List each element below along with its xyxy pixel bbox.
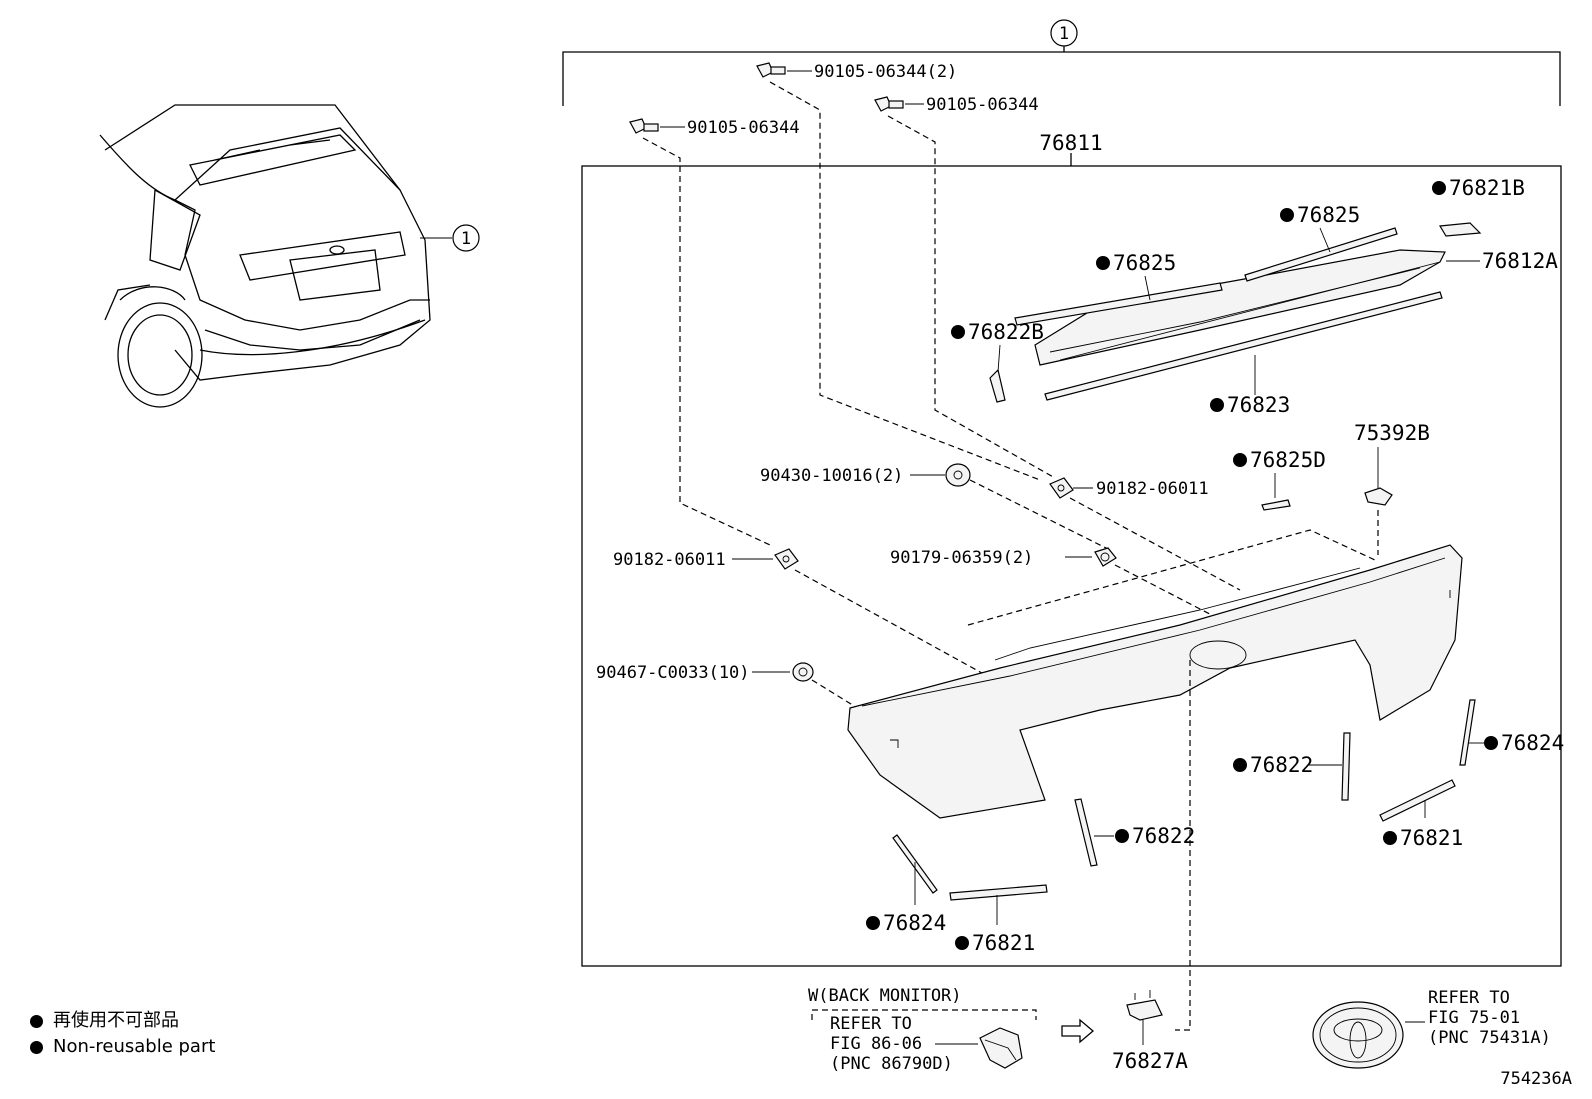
back-monitor-refer-3: (PNC 86790D) (830, 1054, 953, 1074)
back-monitor-refer-1: REFER TO (830, 1014, 912, 1034)
label-76812A: 76812A (1482, 249, 1558, 273)
nonreusable-dot (1233, 453, 1247, 467)
label-75392B: 75392B (1354, 421, 1430, 445)
label-76821-a: 76821 (1400, 826, 1463, 850)
bolt-icon (874, 96, 904, 112)
figure-id: 754236A (1500, 1069, 1572, 1089)
nonreusable-dot (1280, 208, 1294, 222)
label-bolt-c: 90105-06344 (926, 95, 1039, 115)
label-clip-a: 90182-06011 (1096, 479, 1209, 499)
back-monitor-refer-2: FIG 86-06 (830, 1034, 922, 1054)
label-clip-b: 90182-06011 (613, 550, 726, 570)
nut-icon (1094, 547, 1117, 567)
emblem-refer-2: FIG 75-01 (1428, 1008, 1520, 1028)
legend-row-jp: 再使用不可部品 (30, 1008, 215, 1034)
label-bolt-a: 90105-06344(2) (814, 62, 957, 82)
label-clip-c: 90467-C0033(10) (596, 663, 750, 683)
bracket-76827A (1126, 990, 1163, 1021)
nonreusable-dot (1432, 181, 1446, 195)
nonreusable-dot (1115, 829, 1129, 843)
nonreusable-dot (866, 916, 880, 930)
piece-76825D (1261, 499, 1291, 511)
nut-icon (945, 463, 971, 487)
label-76821B: 76821B (1449, 176, 1525, 200)
emblem-refer-1: REFER TO (1428, 988, 1510, 1008)
label-76822-a: 76822 (1250, 753, 1313, 777)
vehicle-rear-view (99, 104, 452, 408)
label-76821-b: 76821 (972, 931, 1035, 955)
assembly-marker: 1 (1059, 24, 1069, 44)
bolt-icon (756, 62, 786, 78)
strip-76825-left (1014, 282, 1223, 326)
assembly-bracket: 1 (562, 19, 1561, 106)
label-76825-b: 76825 (1113, 251, 1176, 275)
label-76822B: 76822B (968, 320, 1044, 344)
label-76825-a: 76825 (1297, 203, 1360, 227)
toyota-emblem-icon (1312, 1001, 1404, 1069)
legend: 再使用不可部品 Non-reusable part (30, 1008, 215, 1060)
emblem-refer-3: (PNC 75431A) (1428, 1028, 1551, 1048)
legend-row-en: Non-reusable part (30, 1034, 215, 1060)
back-door-garnish (847, 544, 1463, 819)
label-76824-a: 76824 (1501, 731, 1564, 755)
label-76825D: 76825D (1250, 448, 1326, 472)
arrow-right-icon (1061, 1018, 1095, 1044)
nonreusable-dot (1484, 736, 1498, 750)
label-76823: 76823 (1227, 393, 1290, 417)
strip-76825-right (1244, 227, 1398, 282)
callout-1-vehicle: 1 (452, 224, 480, 252)
nonreusable-dot (1233, 758, 1247, 772)
camera-icon (979, 1027, 1023, 1069)
label-76824-b: 76824 (883, 911, 946, 935)
piece-76822B (989, 368, 1006, 403)
label-76827A: 76827A (1112, 1049, 1188, 1073)
clip-icon (1049, 477, 1074, 499)
strip-76822-left (1074, 798, 1098, 867)
piece-75392B (1364, 487, 1393, 506)
nonreusable-dot (1210, 398, 1224, 412)
spoiler-76812A (1034, 249, 1446, 366)
strip-76821-left (949, 884, 1048, 901)
label-bolt-b: 90105-06344 (687, 118, 800, 138)
nonreusable-dot (955, 936, 969, 950)
label-76822-b: 76822 (1132, 824, 1195, 848)
piece-76821B (1438, 222, 1482, 237)
clip-icon (774, 548, 799, 570)
callout-1-text: 1 (461, 229, 471, 249)
legend-text-en: Non-reusable part (53, 1036, 216, 1057)
bolt-icon (629, 118, 659, 134)
nonreusable-dot (1383, 831, 1397, 845)
nonreusable-dot-icon (30, 1014, 43, 1028)
strip-76823 (1044, 291, 1443, 401)
label-nut-a: 90430-10016(2) (760, 466, 903, 486)
label-nut-b: 90179-06359(2) (890, 548, 1033, 568)
strip-76821-right (1379, 779, 1456, 822)
nonreusable-dot (951, 325, 965, 339)
nonreusable-dot (1096, 256, 1110, 270)
strip-76822-right (1341, 732, 1351, 801)
back-monitor-condition: W(BACK MONITOR) (808, 986, 962, 1006)
clip-icon (792, 662, 814, 682)
strip-76824-right (1459, 699, 1476, 766)
nonreusable-dot-icon (30, 1040, 43, 1054)
label-76811: 76811 (1039, 131, 1102, 155)
legend-text-jp: 再使用不可部品 (53, 1010, 179, 1031)
